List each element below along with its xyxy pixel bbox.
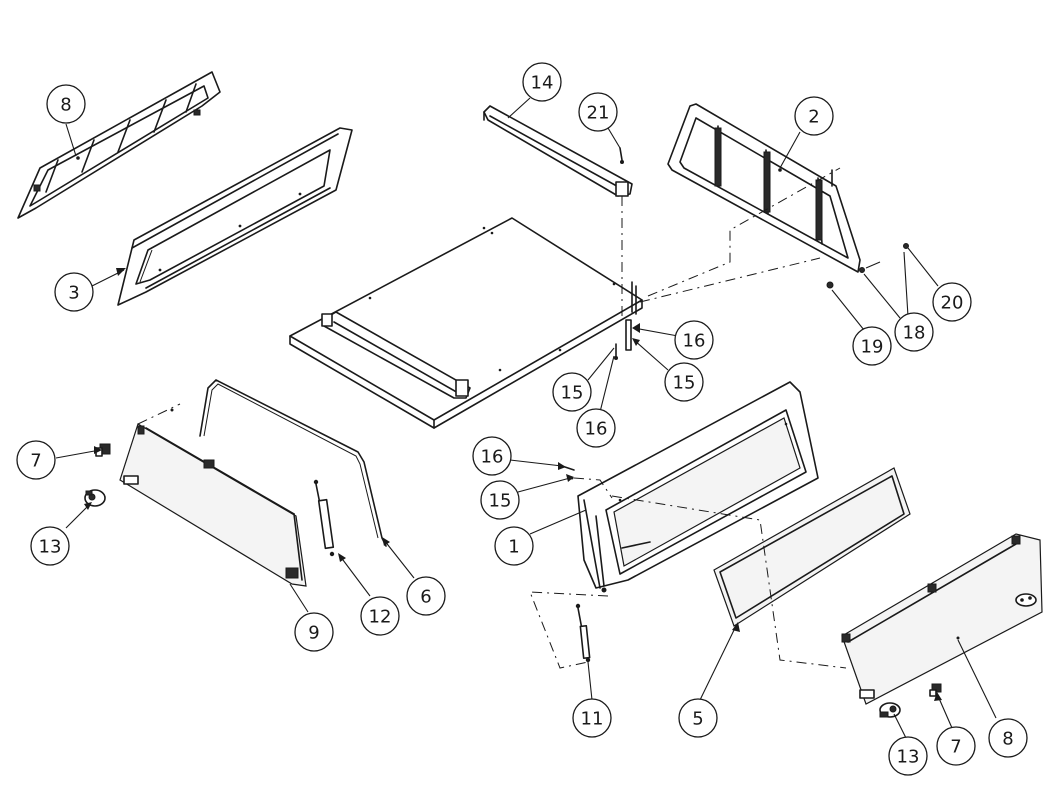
callout-5: 5 <box>678 698 718 738</box>
callout-circle <box>16 440 56 480</box>
callout-16: 16 <box>674 320 714 360</box>
callout-number: 15 <box>489 491 512 512</box>
callout-21: 21 <box>578 92 618 132</box>
callout-number: 1 <box>508 537 519 558</box>
callout-circle <box>30 526 70 566</box>
callout-7: 7 <box>16 440 56 480</box>
callout-number: 15 <box>561 383 584 404</box>
callout-number: 15 <box>673 373 696 394</box>
callout-circle <box>360 596 400 636</box>
callout-18: 18 <box>894 312 934 352</box>
callout-circle <box>794 96 834 136</box>
callout-15: 15 <box>664 362 704 402</box>
part-roof-panel <box>289 217 643 429</box>
callout-circle <box>936 726 976 766</box>
callout-number: 5 <box>692 709 703 730</box>
callout-number: 13 <box>897 747 920 768</box>
callout-number: 9 <box>308 623 319 644</box>
part-latch-hinge-bottom-right <box>879 683 942 718</box>
callout-circle <box>664 362 704 402</box>
callout-number: 11 <box>581 709 604 730</box>
callout-2: 2 <box>794 96 834 136</box>
callout-12: 12 <box>360 596 400 636</box>
part-hardware-15-16-center <box>614 319 632 360</box>
callout-number: 19 <box>861 337 884 358</box>
callout-11: 11 <box>572 698 612 738</box>
callout-6: 6 <box>406 576 446 616</box>
callout-circle <box>46 84 86 124</box>
callout-circle <box>472 436 512 476</box>
callout-number: 7 <box>950 737 961 758</box>
callout-circle <box>674 320 714 360</box>
callout-number: 16 <box>585 419 608 440</box>
callout-circle <box>494 526 534 566</box>
part-seal-strip <box>199 379 387 547</box>
part-front-bulkhead-frame <box>667 103 861 273</box>
callout-14: 14 <box>522 62 562 102</box>
part-rear-window-top-left <box>17 71 221 219</box>
callout-13: 13 <box>888 736 928 776</box>
part-gas-strut-12 <box>313 479 335 557</box>
part-front-glass <box>713 467 911 627</box>
callout-16: 16 <box>472 436 512 476</box>
part-rear-glass-bottom-right <box>841 533 1043 705</box>
callout-number: 21 <box>587 103 610 124</box>
callout-number: 16 <box>481 447 504 468</box>
part-latch-left <box>84 489 106 507</box>
callout-circle <box>522 62 562 102</box>
callout-circle <box>294 612 334 652</box>
callout-number: 20 <box>941 293 964 314</box>
callout-20: 20 <box>932 282 972 322</box>
callout-circle <box>578 92 618 132</box>
callout-circle <box>888 736 928 776</box>
part-screw-21 <box>619 147 624 164</box>
callout-circle <box>552 372 592 412</box>
callout-number: 16 <box>683 331 706 352</box>
callout-8: 8 <box>46 84 86 124</box>
callout-3: 3 <box>54 272 94 312</box>
leader-lines <box>55 97 997 739</box>
callout-number: 3 <box>68 283 79 304</box>
part-front-shell <box>577 381 819 593</box>
callout-circle <box>932 282 972 322</box>
callout-circle <box>572 698 612 738</box>
callout-circle <box>480 480 520 520</box>
callout-circle <box>678 698 718 738</box>
part-gas-strut-11 <box>575 603 591 663</box>
callout-13: 13 <box>30 526 70 566</box>
callout-number: 13 <box>39 537 62 558</box>
callout-19: 19 <box>852 326 892 366</box>
assembly-lines <box>137 167 847 669</box>
callout-9: 9 <box>294 612 334 652</box>
callout-15: 15 <box>480 480 520 520</box>
callout-number: 18 <box>903 323 926 344</box>
callout-number: 14 <box>531 73 554 94</box>
callout-circle <box>406 576 446 616</box>
callout-number: 8 <box>1002 729 1013 750</box>
part-hardware-18-19-20 <box>826 243 909 289</box>
part-side-glass <box>119 408 307 587</box>
callout-circle <box>894 312 934 352</box>
callout-16: 16 <box>576 408 616 448</box>
callout-circle <box>988 718 1028 758</box>
callout-1: 1 <box>494 526 534 566</box>
callout-circle <box>576 408 616 448</box>
callout-8: 8 <box>988 718 1028 758</box>
callout-number: 12 <box>369 607 392 628</box>
callout-circle <box>54 272 94 312</box>
callout-number: 7 <box>30 451 41 472</box>
part-side-window-frame <box>117 127 353 306</box>
callout-number: 6 <box>420 587 431 608</box>
callout-number: 2 <box>808 107 819 128</box>
callout-circle <box>852 326 892 366</box>
callout-number: 8 <box>60 95 71 116</box>
part-top-rail <box>483 105 633 197</box>
callout-7: 7 <box>936 726 976 766</box>
callout-15: 15 <box>552 372 592 412</box>
